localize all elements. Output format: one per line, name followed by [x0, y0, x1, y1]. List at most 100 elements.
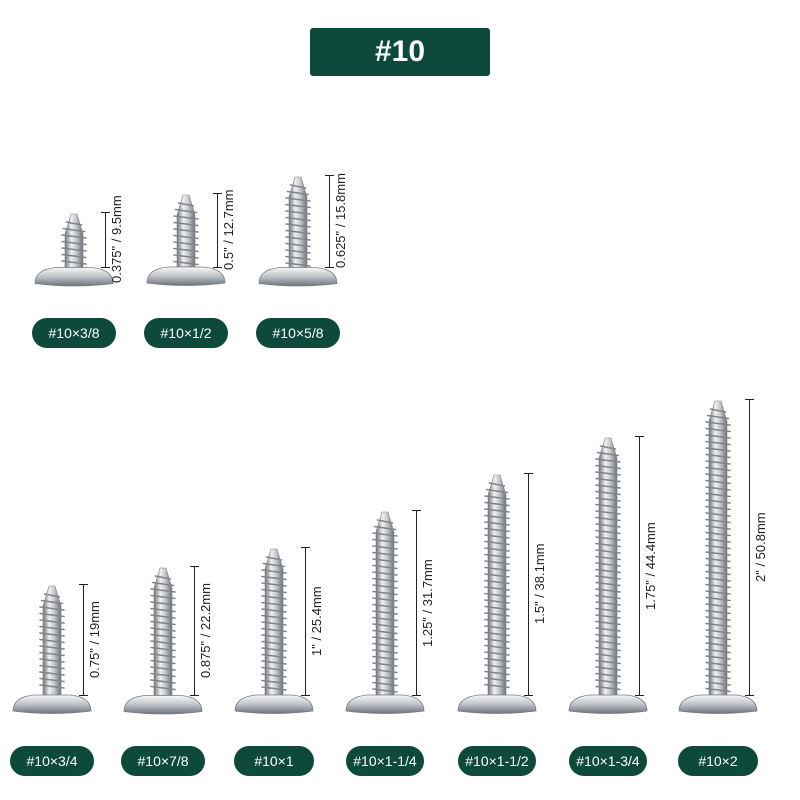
screw-thread: [173, 221, 199, 227]
screw-size-label: 1.25" / 31.7mm: [420, 558, 435, 647]
screw-thread: [372, 688, 398, 693]
screw-size-label: 0.875" / 22.2mm: [198, 582, 213, 678]
screw-thread: [595, 653, 621, 658]
screw-thread: [484, 599, 510, 604]
screw-thread: [372, 532, 398, 537]
screw-size-label: 0.625" / 15.8mm: [333, 173, 348, 269]
screw-thread: [39, 619, 65, 624]
screw-thread: [261, 608, 287, 613]
screw-image: [234, 548, 314, 714]
screw-thread: [705, 616, 731, 621]
screw-thread: [285, 196, 311, 202]
screw-thread: [705, 492, 731, 498]
dimension-cap: [79, 695, 88, 696]
screw-thread: [372, 584, 398, 589]
screw-thread: [705, 564, 731, 569]
screw-model-label: #10×1-1/4: [346, 746, 424, 776]
screw-thread: [177, 202, 195, 207]
screw-size-label: 1.75" / 44.4mm: [643, 521, 658, 610]
screw-model-label: #10×1-3/4: [569, 746, 647, 776]
screw-thread: [595, 562, 621, 567]
screw-thread: [705, 642, 731, 647]
screw-thread: [595, 523, 621, 528]
screw-thread: [595, 510, 621, 515]
dimension-line: [194, 565, 195, 695]
screw-thread: [484, 644, 510, 650]
screw-size-label: 0.75" / 19mm: [87, 601, 102, 678]
screw-thread: [150, 626, 176, 632]
screw-thread: [595, 529, 621, 535]
screw-size-label: 0.375" / 9.5mm: [109, 195, 124, 284]
screw-thread: [595, 568, 621, 574]
dimension-cap: [325, 174, 334, 176]
screw-thread: [705, 609, 731, 615]
dimension-cap: [301, 695, 310, 696]
screw-thread: [372, 551, 398, 557]
screw-image: [146, 194, 226, 286]
screw-thread: [61, 233, 87, 239]
screw-thread: [150, 672, 176, 677]
screw-thread: [484, 527, 510, 533]
screw-thread: [595, 536, 621, 541]
screw-image: [568, 437, 648, 714]
screw-thread: [61, 259, 87, 265]
screw-thread: [595, 594, 621, 600]
screw-thread: [705, 440, 731, 446]
screw-thread: [372, 603, 398, 609]
screw-thread: [261, 621, 287, 626]
screw-thread: [709, 408, 727, 413]
screw-thread: [484, 547, 510, 552]
screw-thread: [261, 666, 287, 672]
screw-thread: [705, 466, 731, 472]
screw-thread: [484, 573, 510, 578]
screw-thread: [62, 227, 86, 232]
screw-thread: [39, 606, 65, 611]
screw-thread: [705, 499, 731, 504]
screw-thread: [705, 674, 731, 680]
screw-thread: [484, 540, 510, 546]
screw-thread: [261, 575, 287, 581]
screw-thread: [39, 632, 65, 637]
screw-thread: [150, 594, 176, 599]
screw-thread: [484, 495, 510, 500]
screw-thread: [372, 597, 398, 602]
dimension-cap: [745, 695, 754, 696]
screw-model-label: #10×5/8: [256, 318, 340, 348]
screw-thread: [484, 508, 510, 513]
screw-thread: [705, 570, 731, 576]
screw-thread: [261, 569, 287, 574]
screw-thread: [261, 653, 287, 659]
screw-thread: [154, 574, 172, 580]
screw-thread: [372, 577, 398, 583]
screw-thread: [705, 583, 731, 589]
screw-thread: [484, 612, 510, 617]
dimension-line: [528, 473, 529, 695]
screw-thread: [285, 229, 311, 234]
screw-thread: [705, 486, 731, 491]
screw-thread: [372, 610, 398, 615]
dimension-line: [329, 174, 330, 267]
screw-thread: [372, 681, 398, 687]
screw-head: [234, 694, 314, 714]
screw-thread: [372, 636, 398, 641]
screw-thread: [705, 505, 731, 511]
screw-thread: [150, 600, 176, 606]
screw-thread: [261, 614, 287, 620]
screw-thread: [261, 582, 287, 587]
dimension-cap: [190, 565, 199, 567]
screw-thread: [595, 464, 621, 470]
screw-thread: [285, 248, 311, 254]
screw-thread: [484, 501, 510, 507]
screw-thread: [61, 253, 87, 258]
screw-thread: [372, 668, 398, 674]
screw-thread: [595, 627, 621, 632]
dimension-cap: [101, 211, 110, 213]
screw-thread: [484, 579, 510, 585]
screw-thread: [595, 555, 621, 561]
dimension-cap: [412, 510, 421, 511]
screw-thread: [705, 473, 731, 478]
screw-head: [678, 694, 758, 714]
screw-thread: [484, 638, 510, 643]
screw-thread: [705, 655, 731, 660]
screw-thread: [705, 460, 731, 465]
